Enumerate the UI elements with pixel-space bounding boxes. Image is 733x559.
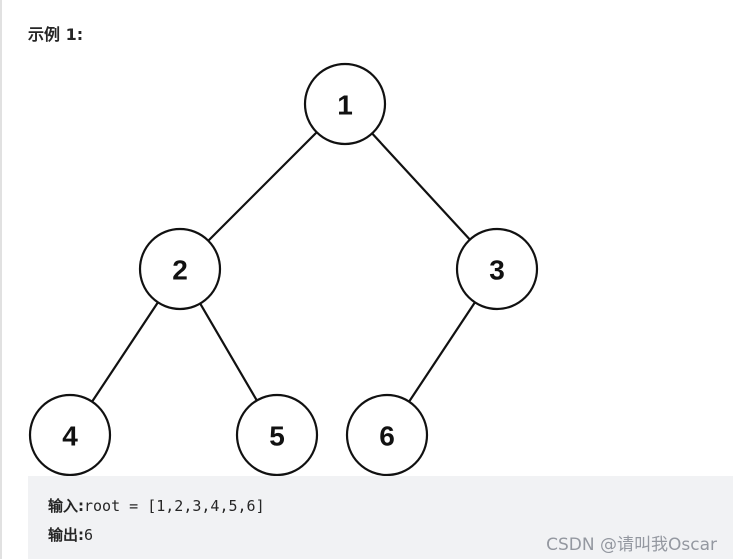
example-heading: 示例 1:	[28, 25, 84, 44]
tree-node-3: 3	[455, 227, 539, 311]
tree-node-1: 1	[303, 62, 387, 146]
tree-node-4: 4	[28, 393, 112, 476]
tree-node-6: 6	[345, 393, 429, 476]
tree-edge-1-3	[371, 132, 471, 241]
csdn-watermark: CSDN @请叫我Oscar	[546, 535, 717, 555]
input-label: 输入:	[48, 497, 84, 515]
tree-edge-2-5	[199, 302, 258, 402]
tree-edge-1-2	[207, 131, 318, 242]
input-line: 输入:root = [1,2,3,4,5,6]	[48, 495, 265, 516]
tree-node-2: 2	[138, 227, 222, 311]
tree-node-circle	[455, 227, 539, 311]
tree-node-label: 3	[489, 255, 505, 286]
tree-node-label: 5	[269, 421, 285, 452]
tree-node-circle	[303, 62, 387, 146]
tree-edge-2-4	[91, 301, 159, 403]
output-label: 输出:	[48, 526, 84, 544]
output-value: 6	[84, 526, 94, 544]
tree-node-circle	[138, 227, 222, 311]
tree-node-label: 6	[379, 421, 395, 452]
tree-node-circle	[345, 393, 429, 476]
tree-node-circle	[28, 393, 112, 476]
tree-node-label: 4	[62, 421, 78, 452]
tree-nodes: 1 2 3 4 5 6	[28, 62, 539, 476]
tree-edges	[91, 131, 476, 403]
input-value: root = [1,2,3,4,5,6]	[84, 497, 265, 515]
left-border	[0, 0, 2, 559]
tree-node-label: 2	[172, 255, 188, 286]
tree-node-5: 5	[235, 393, 319, 476]
binary-tree-diagram: 1 2 3 4 5 6	[28, 62, 539, 476]
tree-edge-3-6	[408, 301, 476, 403]
example-code-block: 输入:root = [1,2,3,4,5,6] 输出:6	[28, 476, 733, 559]
tree-node-label: 1	[337, 90, 353, 121]
output-line: 输出:6	[48, 524, 93, 545]
tree-node-circle	[235, 393, 319, 476]
